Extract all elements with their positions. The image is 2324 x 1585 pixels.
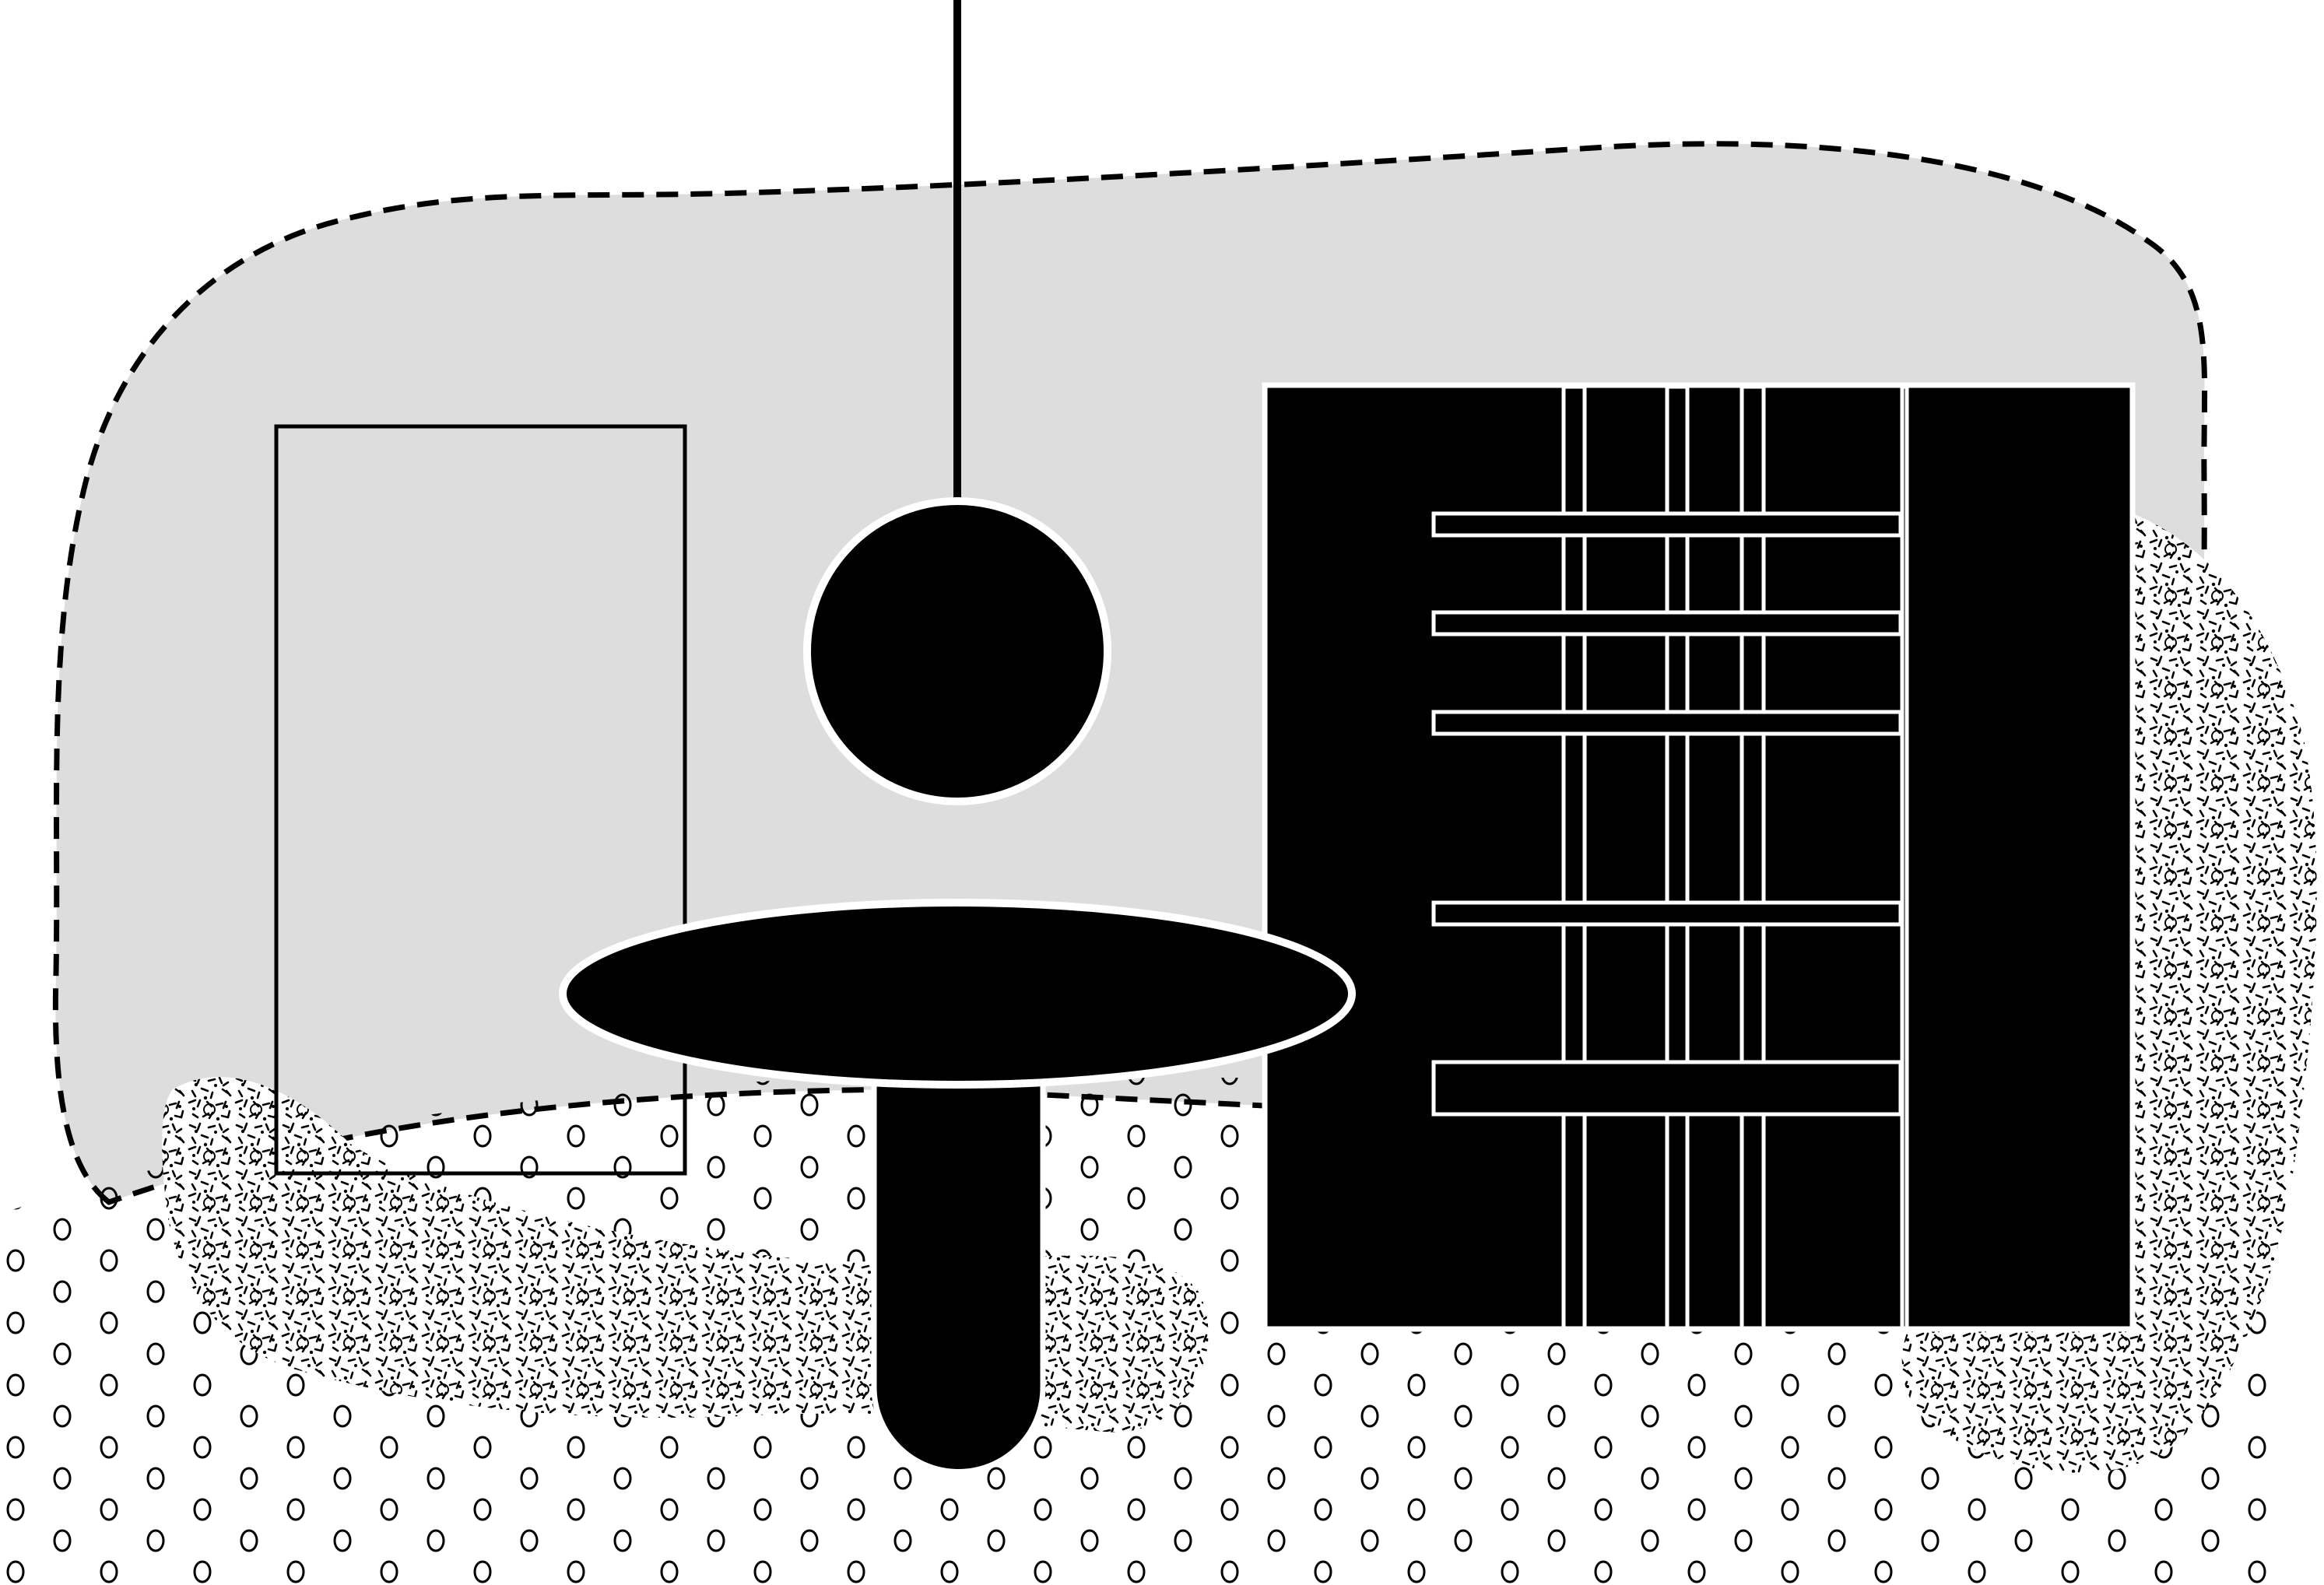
bookshelf-frame: [1262, 382, 2136, 1332]
door-outline: [274, 424, 687, 1176]
bookshelf: [1262, 382, 2136, 1332]
bookshelf-shelves: [1431, 511, 1903, 1117]
speckle-texture: [1901, 514, 2317, 1473]
pendant-lamp-globe: [803, 497, 1111, 805]
bookshelf-dividers: [1561, 384, 1909, 1331]
round-table: [559, 899, 1356, 1089]
table-leg: [871, 1071, 1046, 1475]
